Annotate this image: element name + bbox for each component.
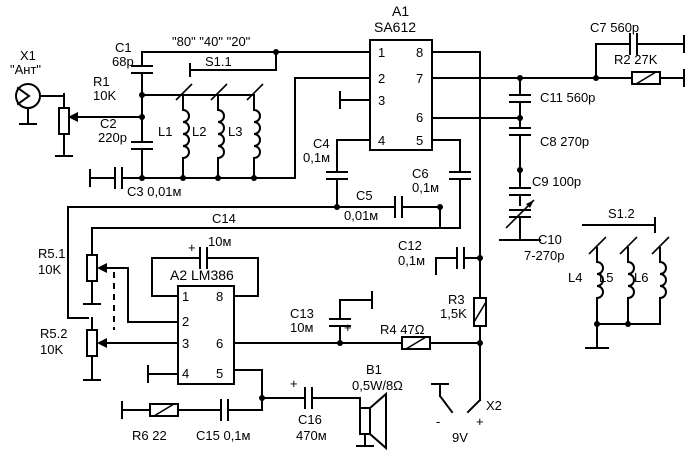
ic-a1-sa612: A1 SA612 1 2 3 4 8 7 6 5 (369, 3, 433, 151)
r3-ref: R3 (448, 292, 465, 307)
a1-pin-2: 2 (378, 71, 385, 86)
c5-ref: C5 (356, 188, 373, 203)
a2-pin-1: 1 (182, 289, 189, 304)
c12-val: 0,1м (398, 253, 425, 268)
a1-pin-6: 6 (416, 110, 423, 125)
c9-label: C9 100p (532, 174, 581, 189)
c16-val: 470м (296, 428, 327, 443)
a2-pin-3: 3 (182, 336, 189, 351)
c6-ref: C6 (412, 166, 429, 181)
l6-label: L6 (634, 270, 648, 285)
s11-label: S1.1 (205, 54, 232, 69)
r52-val: 10K (40, 342, 63, 357)
c7-label: C7 560p (590, 20, 639, 35)
c1-ref: C1 (115, 40, 132, 55)
c16-ref: C16 (298, 412, 322, 427)
coil-l4: L4 (568, 236, 607, 349)
potentiometer-r5-2: R5.2 10K (40, 317, 179, 381)
a1-pin-4: 4 (378, 133, 385, 148)
coil-l5: L5 (599, 236, 638, 325)
c3-label: C3 0,01м (127, 184, 182, 199)
x1-ref: X1 (20, 48, 36, 63)
c14-plus: + (188, 240, 196, 255)
c16-plus: + (290, 376, 298, 391)
a2-pin-2: 2 (182, 314, 189, 329)
c8-label: C8 270p (540, 134, 589, 149)
b1-val: 0,5W/8Ω (352, 378, 403, 393)
a2-label: A2 LM386 (170, 267, 234, 283)
coil-l3: L3 (228, 83, 264, 179)
r2-label: R2 27K (614, 52, 658, 67)
r51-ref: R5.1 (38, 246, 65, 261)
r3-val: 1,5K (440, 306, 467, 321)
potentiometer-r5-1: R5.1 10K (38, 227, 179, 323)
coil-l1: L1 (158, 83, 193, 179)
l5-label: L5 (599, 270, 613, 285)
s12-label: S1.2 (608, 206, 635, 221)
c10-val: 7-270p (524, 248, 564, 263)
a2-pin-4: 4 (182, 366, 189, 381)
antenna-connector-x1: X1 "Ант" (10, 48, 41, 125)
c13-val: 10м (290, 320, 313, 335)
c12-ref: C12 (398, 238, 422, 253)
a2-pin-8: 8 (216, 289, 223, 304)
a1-name: SA612 (374, 19, 416, 35)
r51-val: 10K (38, 262, 61, 277)
l3-label: L3 (228, 124, 242, 139)
potentiometer-r1: R1 10K (39, 74, 116, 157)
coil-l6: L6 (634, 236, 670, 325)
l4-label: L4 (568, 270, 582, 285)
a1-pin-5: 5 (416, 133, 423, 148)
c4-val: 0,1м (303, 150, 330, 165)
r52-ref: R5.2 (40, 326, 67, 341)
c6-val: 0,1м (412, 180, 439, 195)
c2-val: 220p (98, 130, 127, 145)
power-connector-x2: X2 - + 9V (431, 383, 502, 445)
c13-plus: + (344, 320, 352, 335)
l2-label: L2 (192, 124, 206, 139)
a1-pin-3: 3 (378, 93, 385, 108)
c15-label: C15 0,1м (196, 428, 251, 443)
c2-ref: C2 (100, 116, 117, 131)
a1-ref: A1 (392, 3, 409, 19)
c4-ref: C4 (313, 136, 330, 151)
bands-label: "80" "40" "20" (172, 34, 251, 49)
coil-l2: L2 (192, 83, 228, 179)
c5-val: 0,01м (344, 208, 378, 223)
c10-ref: C10 (538, 232, 562, 247)
a2-pin-6: 6 (216, 336, 223, 351)
c14-ref: C14 (212, 211, 236, 226)
b1-ref: B1 (366, 362, 382, 377)
a1-pin-7: 7 (416, 71, 423, 86)
c1-val: 68p (112, 54, 134, 69)
speaker-b1: B1 0,5W/8Ω (352, 362, 403, 451)
a2-pin-5: 5 (216, 366, 223, 381)
x1-name: "Ант" (10, 62, 41, 77)
r4-label: R4 47Ω (380, 322, 425, 337)
ic-a2-lm386: A2 LM386 1 2 3 4 8 6 5 (170, 267, 235, 385)
c13-ref: C13 (290, 306, 314, 321)
r6-label: R6 22 (132, 428, 167, 443)
a1-pin-8: 8 (416, 45, 423, 60)
c11-label: C11 560p (540, 90, 595, 105)
x2-minus: - (436, 414, 440, 429)
l1-label: L1 (158, 124, 172, 139)
r1-ref: R1 (93, 74, 110, 89)
supply-label: 9V (452, 430, 468, 445)
x2-label: X2 (486, 398, 502, 413)
a1-pin-1: 1 (378, 45, 385, 60)
r1-val: 10K (93, 88, 116, 103)
c14-val: 10м (208, 234, 231, 249)
x2-plus: + (476, 414, 484, 429)
